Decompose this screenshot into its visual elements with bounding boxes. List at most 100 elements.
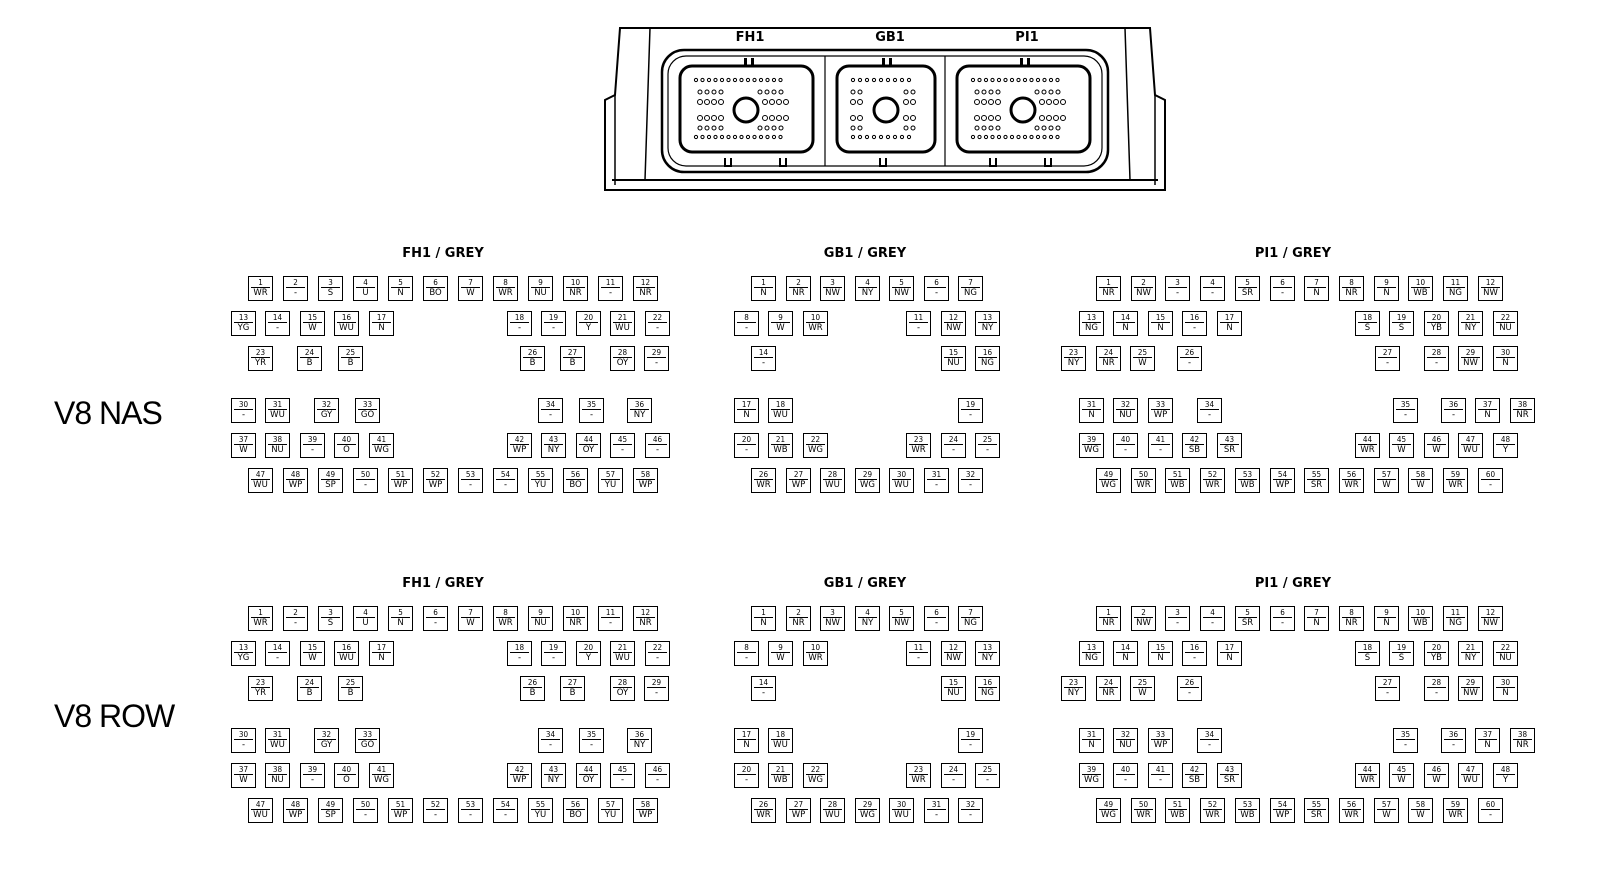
wire-color-code: NU [531,287,550,299]
pin-number: 59 [1450,470,1461,479]
wire-color-code: B [563,357,582,369]
pin-number: 18 [1362,643,1373,652]
pin-number: 8 [744,643,749,652]
wire-color-code: NW [944,322,963,334]
wire-color-code: - [648,322,667,334]
pin-number: 8 [503,608,508,617]
pin-cell: 29- [644,676,669,701]
pin-number: 9 [1384,278,1389,287]
pin-number: 5 [398,278,403,287]
wire-color-code: NU [531,617,550,629]
wire-color-code: NW [1134,287,1153,299]
wire-color-code: - [927,287,946,299]
pin-number: 4 [363,278,368,287]
wire-color-code: - [1444,409,1463,421]
pin-number: 7 [968,278,973,287]
pin-cell: 20- [734,763,759,788]
wire-color-code: NY [544,444,563,456]
wire-color-code: N [1307,287,1326,299]
wire-color-code: - [510,322,529,334]
wire-color-code: NU [1116,409,1135,421]
wire-color-code: WU [892,479,911,491]
wire-color-code: W [303,652,322,664]
pin-number: 16 [1189,313,1200,322]
pin-number: 41 [1155,435,1166,444]
pin-number: 10 [810,313,821,322]
pin-cell: 2- [283,276,308,301]
pin-cell: 24- [941,763,966,788]
wire-color-code: - [909,652,928,664]
pin-number: 40 [341,435,352,444]
wire-color-code: - [737,444,756,456]
pin-number: 16 [341,643,352,652]
wire-color-code: - [1427,357,1446,369]
pin-number: 25 [1137,678,1148,687]
wire-color-code: WR [754,809,773,821]
pin-number: 19 [548,643,559,652]
pin-number: 9 [778,643,783,652]
pin-number: 58 [640,800,651,809]
pin-number: 39 [307,765,318,774]
pin-number: 28 [1431,348,1442,357]
wire-color-code: WP [636,479,655,491]
pin-number: 1 [1106,608,1111,617]
wire-color-code: - [961,479,980,491]
wire-color-code: - [461,809,480,821]
pin-number: 15 [307,643,318,652]
pin-number: 20 [583,313,594,322]
wire-color-code: OY [579,774,598,786]
wire-color-code: N [1116,652,1135,664]
wire-color-code: OY [613,687,632,699]
wire-color-code: - [582,739,601,751]
wire-color-code: NW [823,617,842,629]
wire-color-code: NW [892,617,911,629]
wire-color-code: - [1396,409,1415,421]
pin-number: 7 [968,608,973,617]
pin-number: 31 [1086,400,1097,409]
pin-number: 52 [1207,800,1218,809]
wire-color-code: WU [613,322,632,334]
wire-color-code: - [648,774,667,786]
wire-color-code: WU [892,809,911,821]
wire-color-code: OY [613,357,632,369]
wire-color-code: Y [579,652,598,664]
pin-number: 31 [272,400,283,409]
wire-color-code: N [1082,409,1101,421]
wire-color-code: NW [892,287,911,299]
wire-color-code: N [1220,322,1239,334]
pin-number: 40 [1120,435,1131,444]
wire-color-code: N [1116,322,1135,334]
pin-cell: 18- [507,641,532,666]
wire-color-code: GO [358,409,377,421]
pin-cell: 45- [610,433,635,458]
pin-number: 56 [1346,470,1357,479]
pin-number: 15 [948,678,959,687]
pin-number: 38 [272,435,283,444]
wire-color-code: W [1392,444,1411,456]
wire-color-code: - [601,617,620,629]
wire-color-code: W [234,444,253,456]
